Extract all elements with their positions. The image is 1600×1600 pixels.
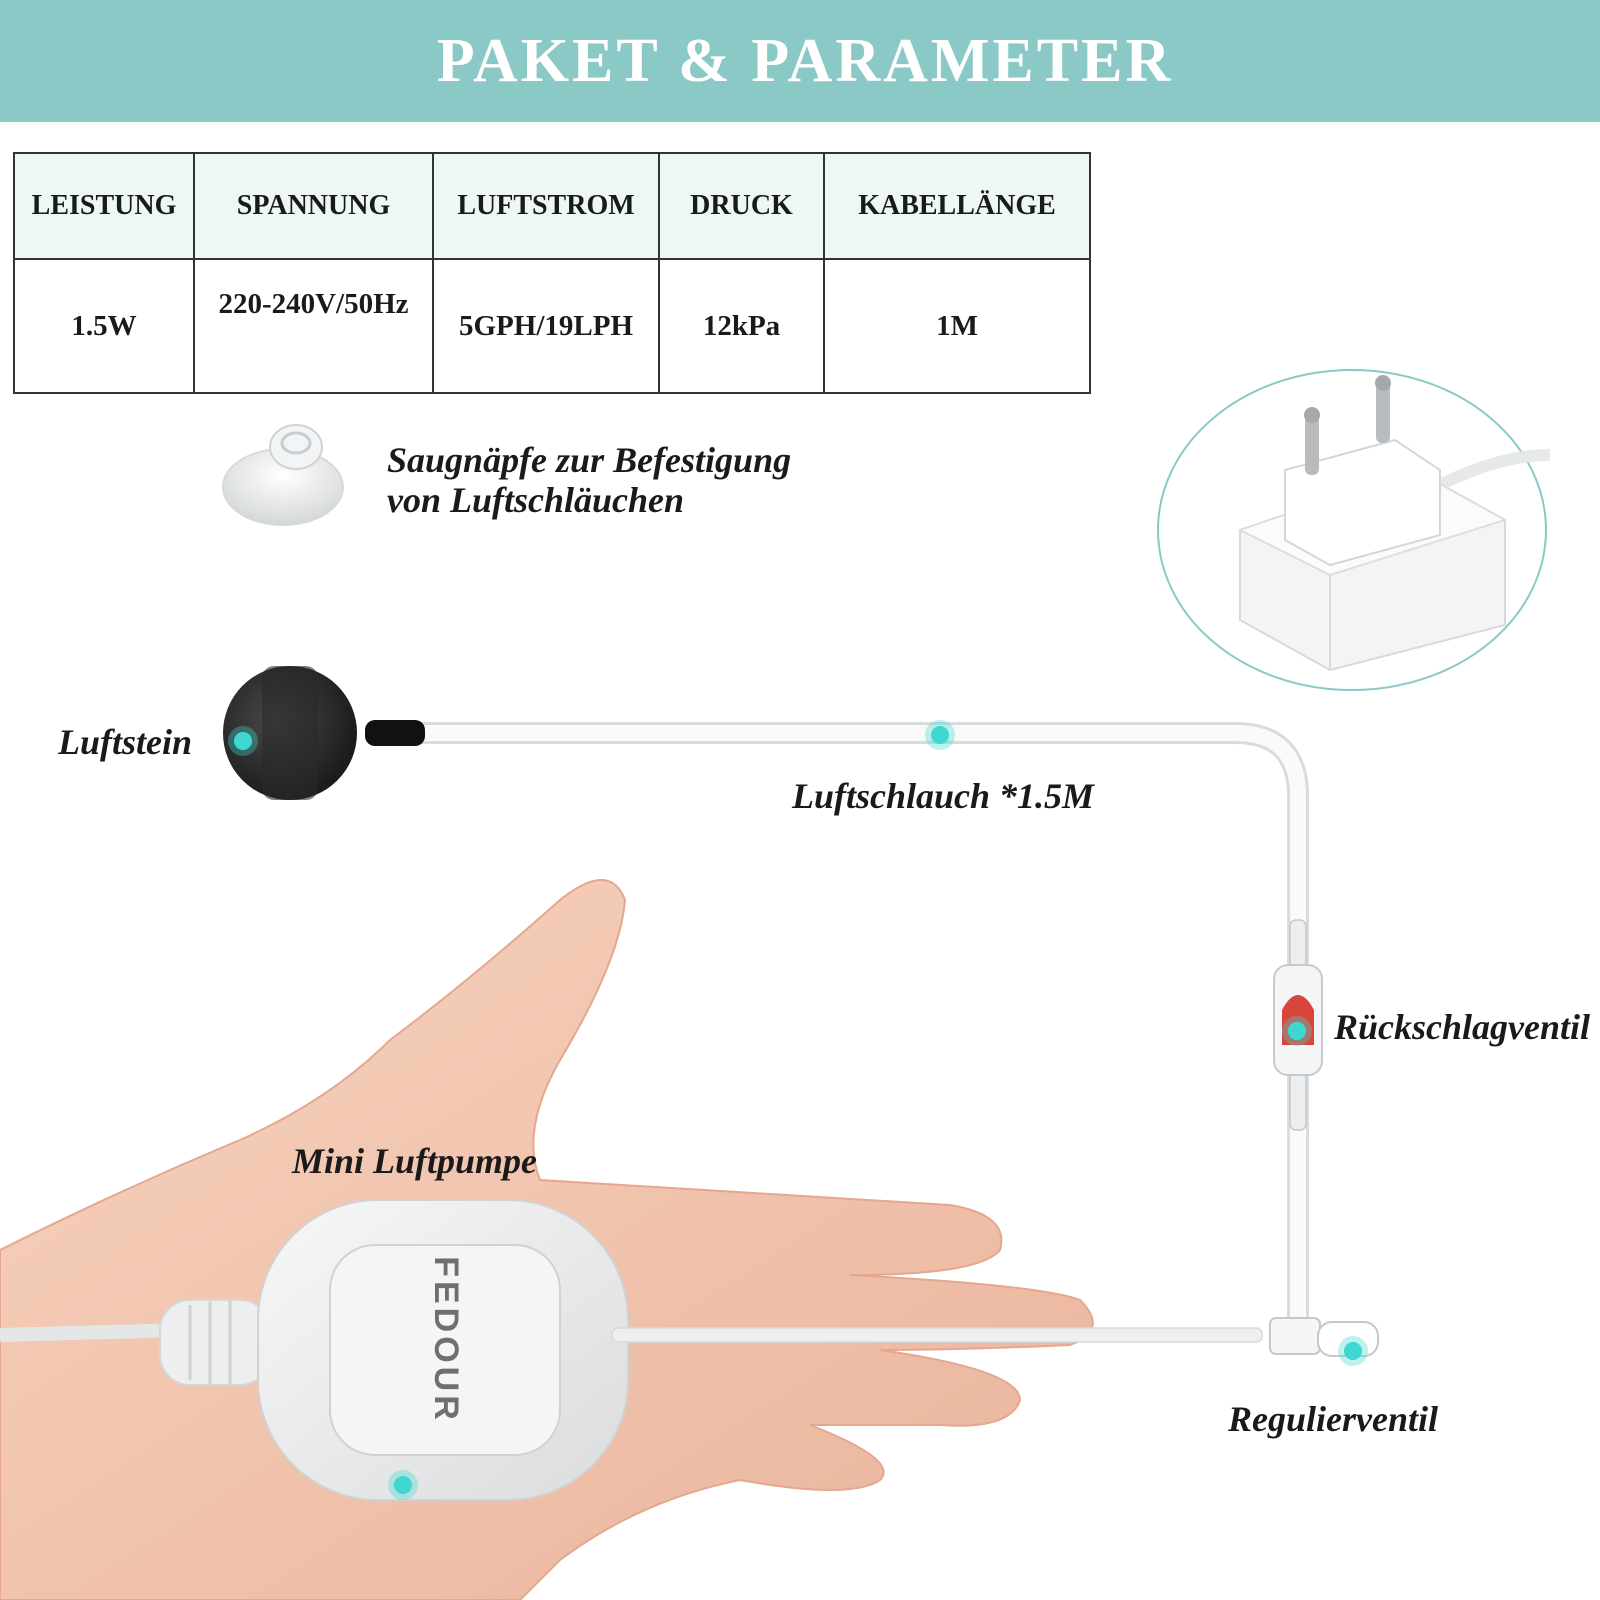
- table-header-row: LEISTUNG SPANNUNG LUFTSTROM DRUCK KABELL…: [13, 152, 1091, 260]
- value-spannung: 220-240V/50Hz: [193, 258, 434, 394]
- suction-cups-label: Saugnäpfe zur Befestigung von Luftschläu…: [387, 440, 791, 520]
- header-druck: DRUCK: [658, 152, 825, 260]
- air-stone-marker: [228, 726, 258, 756]
- air-hose-label: Luftschlauch *1.5M: [792, 776, 1095, 816]
- header-kabellaenge: KABELLÄNGE: [823, 152, 1091, 260]
- parameter-table: LEISTUNG SPANNUNG LUFTSTROM DRUCK KABELL…: [13, 152, 1091, 394]
- value-luftstrom: 5GPH/19LPH: [432, 258, 660, 394]
- value-druck: 12kPa: [658, 258, 825, 394]
- header-banner: PAKET & PARAMETER: [0, 0, 1600, 122]
- table-row: 1.5W 220-240V/50Hz 5GPH/19LPH 12kPa 1M: [13, 258, 1091, 394]
- control-valve-label: Regulierventil: [1228, 1399, 1438, 1439]
- control-valve-marker: [1338, 1336, 1368, 1366]
- pump-marker: [388, 1470, 418, 1500]
- suction-cups-label-line1: Saugnäpfe zur Befestigung: [387, 440, 792, 480]
- check-valve-marker: [1282, 1016, 1312, 1046]
- mini-pump-icon: FEDOUR: [0, 1199, 1263, 1501]
- header-luftstrom: LUFTSTROM: [432, 152, 660, 260]
- value-kabellaenge: 1M: [823, 258, 1091, 394]
- suction-cup-icon: [222, 424, 344, 526]
- air-stone-icon: [223, 666, 425, 800]
- value-leistung: 1.5W: [13, 258, 195, 394]
- check-valve-label: Rückschlagventil: [1334, 1007, 1591, 1047]
- power-adapter-icon: [1157, 369, 1551, 691]
- header-spannung: SPANNUNG: [193, 152, 434, 260]
- air-hose-marker: [925, 720, 955, 750]
- brand-logo: FEDOUR: [427, 1256, 465, 1424]
- mini-pump-label: Mini Luftpumpe: [292, 1141, 538, 1181]
- suction-cups-label-line2: von Luftschläuchen: [387, 480, 685, 520]
- page-title: PAKET & PARAMETER: [436, 26, 1174, 95]
- header-leistung: LEISTUNG: [13, 152, 195, 260]
- air-stone-label: Luftstein: [58, 722, 193, 762]
